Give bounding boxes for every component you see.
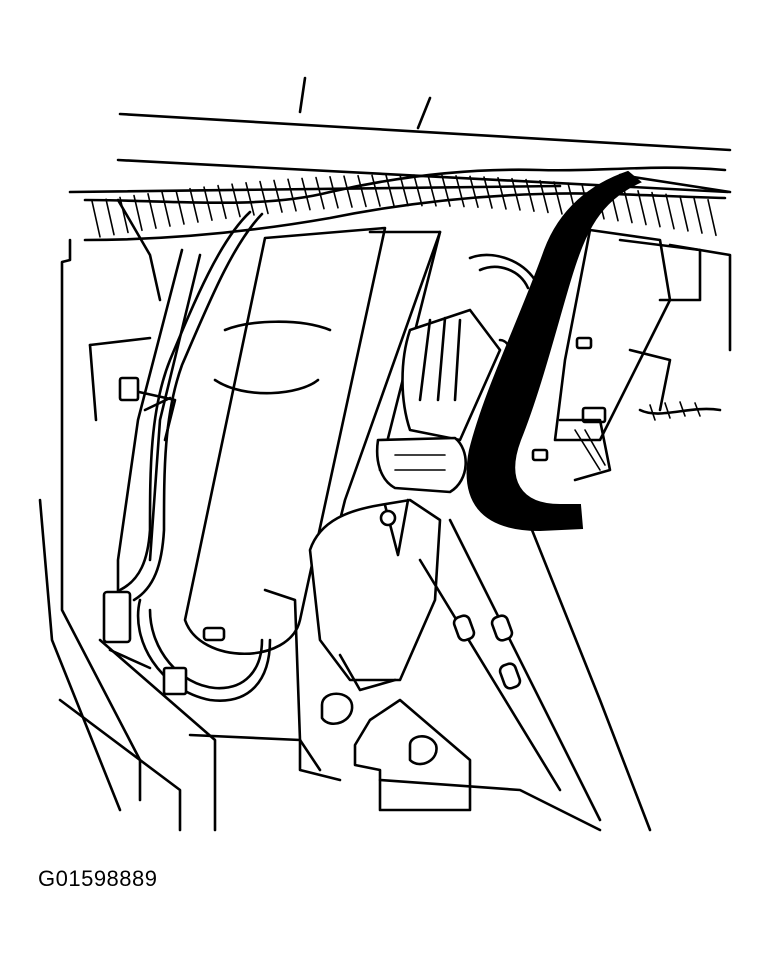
insulation-hatch-stroke bbox=[497, 176, 507, 210]
insulation-hatch-stroke bbox=[427, 174, 437, 207]
insulation-hatch-stroke bbox=[259, 180, 269, 215]
main-wiring-harness bbox=[466, 170, 642, 532]
insulation-hatch-stroke bbox=[399, 174, 409, 207]
insulation-hatch-stroke bbox=[357, 174, 367, 208]
insulation-hatch-stroke bbox=[175, 189, 185, 225]
insulation-hatch-stroke bbox=[133, 194, 143, 232]
insulation-hatch-stroke bbox=[483, 176, 493, 209]
insulation-hatch-stroke bbox=[343, 175, 353, 208]
insulation-hatch-stroke bbox=[413, 174, 423, 207]
insulation-hatch-stroke bbox=[637, 190, 647, 226]
insulation-hatch-stroke bbox=[665, 193, 675, 230]
insulation-hatch-stroke bbox=[371, 174, 381, 207]
insulation-hatch-stroke bbox=[161, 191, 171, 227]
insulation-hatch-stroke bbox=[455, 175, 465, 208]
insulation-hatch-stroke bbox=[539, 179, 549, 214]
insulation-hatch-stroke bbox=[707, 198, 717, 237]
insulation-hatch-stroke bbox=[469, 175, 479, 209]
insulation-hatch-stroke bbox=[553, 181, 563, 215]
figure-id-label: G01598889 bbox=[38, 866, 158, 891]
center-connector bbox=[375, 253, 541, 494]
insulation-hatch-stroke bbox=[315, 176, 325, 210]
insulation-hatch-stroke bbox=[525, 178, 535, 212]
insulation-hatch-stroke bbox=[189, 187, 199, 223]
insulation-hatch-stroke bbox=[511, 177, 521, 211]
insulation-hatch-stroke bbox=[623, 188, 633, 224]
insulation-hatch-stroke bbox=[651, 191, 661, 228]
insulation-hatch-stroke bbox=[231, 183, 241, 218]
insulation-hatch-stroke bbox=[91, 200, 101, 238]
insulation-hatch-stroke bbox=[147, 192, 157, 229]
insulation-hatch-stroke bbox=[105, 198, 115, 236]
insulation-hatch-stroke bbox=[385, 174, 395, 207]
control-module bbox=[531, 228, 732, 482]
insulation-hatch-stroke bbox=[679, 195, 689, 232]
steering-column bbox=[136, 226, 442, 702]
insulation-hatch-stroke bbox=[217, 184, 227, 220]
insulation-hatch-stroke bbox=[693, 197, 703, 234]
insulation-hatch-stroke bbox=[287, 178, 297, 212]
insulation-hatch-stroke bbox=[329, 176, 339, 209]
insulation-hatch-stroke bbox=[301, 177, 311, 211]
insulation-hatch-stroke bbox=[273, 179, 283, 213]
insulation-hatch-stroke bbox=[245, 182, 255, 216]
left-body-structure bbox=[38, 198, 322, 832]
insulation-hatch-stroke bbox=[441, 174, 451, 207]
left-wiring-harness bbox=[102, 210, 264, 670]
insulation-strip bbox=[83, 166, 727, 242]
insulation-hatch-stroke bbox=[203, 186, 213, 221]
pedal-bracket bbox=[263, 498, 472, 812]
floor-plate bbox=[378, 498, 652, 832]
